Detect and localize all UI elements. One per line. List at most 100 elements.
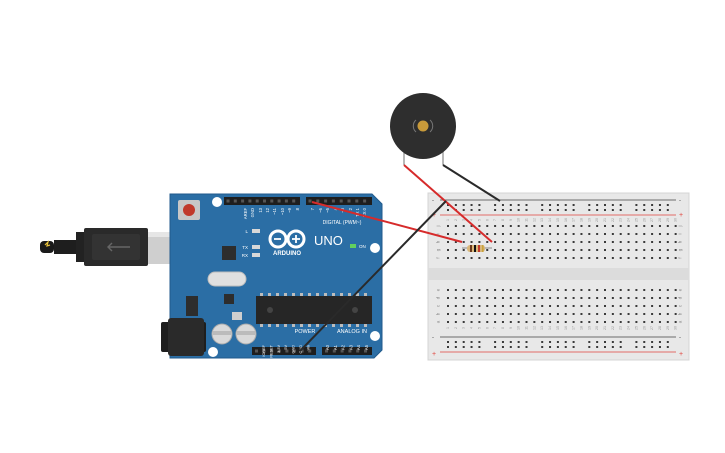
breadboard-hole[interactable] <box>525 257 528 259</box>
breadboard-hole[interactable] <box>486 257 489 259</box>
rail-hole[interactable] <box>501 204 504 206</box>
breadboard-hole[interactable] <box>666 249 669 251</box>
breadboard-hole[interactable] <box>509 289 512 291</box>
breadboard-hole[interactable] <box>564 233 567 235</box>
breadboard-hole[interactable] <box>611 305 614 307</box>
wire-black-buzzer-to-rail[interactable] <box>442 164 501 202</box>
breadboard-hole[interactable] <box>572 233 575 235</box>
header-pin[interactable] <box>277 349 281 353</box>
breadboard-hole[interactable] <box>549 233 552 235</box>
rail-hole[interactable] <box>643 346 646 348</box>
breadboard-hole[interactable] <box>494 233 497 235</box>
breadboard-hole[interactable] <box>564 289 567 291</box>
breadboard-hole[interactable] <box>643 225 646 227</box>
breadboard-hole[interactable] <box>627 257 630 259</box>
breadboard-hole[interactable] <box>533 321 536 323</box>
breadboard-hole[interactable] <box>447 313 449 315</box>
breadboard-hole[interactable] <box>486 289 489 291</box>
rail-hole[interactable] <box>596 209 599 211</box>
breadboard-hole[interactable] <box>478 257 481 259</box>
rail-hole[interactable] <box>556 346 559 348</box>
breadboard-hole[interactable] <box>541 305 544 307</box>
breadboard-hole[interactable] <box>549 305 552 307</box>
breadboard-hole[interactable] <box>517 305 520 307</box>
breadboard-hole[interactable] <box>564 313 567 315</box>
breadboard-hole[interactable] <box>572 297 575 299</box>
breadboard-hole[interactable] <box>658 313 661 315</box>
breadboard-hole[interactable] <box>674 305 677 307</box>
breadboard-hole[interactable] <box>541 241 544 243</box>
resistor[interactable] <box>462 245 492 252</box>
breadboard-hole[interactable] <box>627 249 630 251</box>
breadboard-hole[interactable] <box>533 305 536 307</box>
breadboard-hole[interactable] <box>658 289 661 291</box>
rail-hole[interactable] <box>509 341 512 343</box>
breadboard-hole[interactable] <box>525 225 528 227</box>
rail-hole[interactable] <box>494 209 497 211</box>
rail-hole[interactable] <box>564 209 567 211</box>
header-pin[interactable] <box>285 349 289 353</box>
header-pin[interactable] <box>233 199 237 203</box>
rail-hole[interactable] <box>643 209 646 211</box>
breadboard-hole[interactable] <box>643 241 646 243</box>
breadboard-hole[interactable] <box>486 313 489 315</box>
breadboard-hole[interactable] <box>478 313 481 315</box>
header-pin[interactable] <box>340 349 344 353</box>
digital-header-left[interactable] <box>224 197 300 205</box>
header-pin[interactable] <box>226 199 230 203</box>
breadboard-hole[interactable] <box>462 321 465 323</box>
breadboard-hole[interactable] <box>604 249 606 251</box>
breadboard-hole[interactable] <box>494 297 497 299</box>
rail-hole[interactable] <box>517 341 520 343</box>
breadboard-hole[interactable] <box>635 313 638 315</box>
rail-hole[interactable] <box>462 204 465 206</box>
breadboard-hole[interactable] <box>533 233 536 235</box>
rail-hole[interactable] <box>478 209 481 211</box>
breadboard-hole[interactable] <box>658 241 661 243</box>
breadboard-hole[interactable] <box>454 249 457 251</box>
breadboard-hole[interactable] <box>596 297 599 299</box>
breadboard-hole[interactable] <box>486 297 489 299</box>
breadboard-hole[interactable] <box>525 297 528 299</box>
breadboard-hole[interactable] <box>651 241 654 243</box>
breadboard-hole[interactable] <box>525 289 528 291</box>
breadboard-hole[interactable] <box>588 241 591 243</box>
rail-hole[interactable] <box>635 341 638 343</box>
breadboard-hole[interactable] <box>564 305 567 307</box>
rail-hole[interactable] <box>604 209 606 211</box>
breadboard-hole[interactable] <box>611 249 614 251</box>
breadboard-hole[interactable] <box>643 257 646 259</box>
breadboard-hole[interactable] <box>572 289 575 291</box>
breadboard-hole[interactable] <box>564 297 567 299</box>
rail-hole[interactable] <box>541 209 544 211</box>
breadboard-hole[interactable] <box>509 257 512 259</box>
breadboard-hole[interactable] <box>541 297 544 299</box>
breadboard-hole[interactable] <box>611 257 614 259</box>
breadboard-hole[interactable] <box>627 297 630 299</box>
breadboard-hole[interactable] <box>627 313 630 315</box>
header-pin[interactable] <box>355 199 359 203</box>
breadboard-hole[interactable] <box>596 289 599 291</box>
breadboard-hole[interactable] <box>627 289 630 291</box>
breadboard-hole[interactable] <box>658 321 661 323</box>
breadboard-hole[interactable] <box>494 321 497 323</box>
breadboard-hole[interactable] <box>666 257 669 259</box>
breadboard-hole[interactable] <box>517 313 520 315</box>
breadboard-hole[interactable] <box>658 233 661 235</box>
rail-hole[interactable] <box>556 341 559 343</box>
breadboard-hole[interactable] <box>651 297 654 299</box>
breadboard-hole[interactable] <box>635 241 638 243</box>
breadboard-hole[interactable] <box>627 305 630 307</box>
breadboard-hole[interactable] <box>470 297 473 299</box>
breadboard-hole[interactable] <box>588 321 591 323</box>
rail-hole[interactable] <box>549 209 552 211</box>
rail-hole[interactable] <box>549 346 552 348</box>
breadboard-hole[interactable] <box>541 289 544 291</box>
header-pin[interactable] <box>270 199 274 203</box>
rail-hole[interactable] <box>611 209 614 211</box>
rail-hole[interactable] <box>509 204 512 206</box>
breadboard-hole[interactable] <box>674 233 677 235</box>
breadboard-hole[interactable] <box>447 289 449 291</box>
breadboard-hole[interactable] <box>470 313 473 315</box>
breadboard-hole[interactable] <box>454 297 457 299</box>
